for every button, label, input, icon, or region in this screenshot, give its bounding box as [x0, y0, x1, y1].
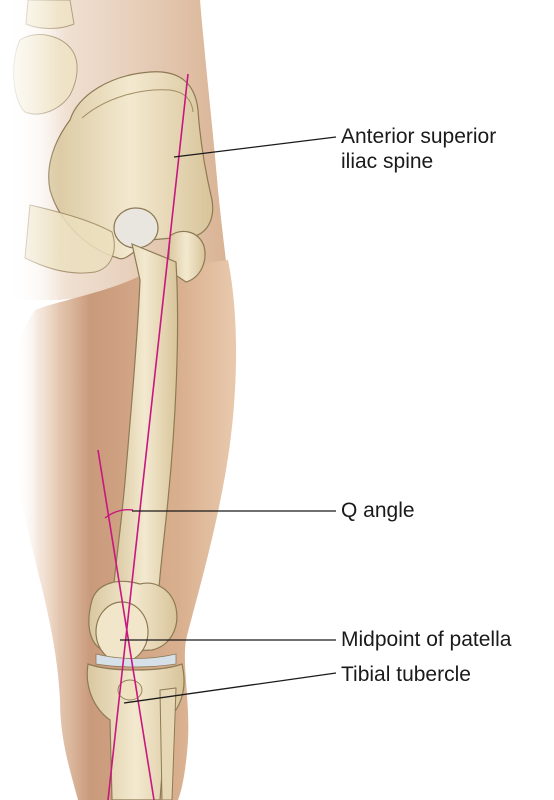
left-fade	[0, 0, 60, 800]
tibial-tubercle-label: Tibial tubercle	[341, 662, 471, 687]
midpoint-of-patella-label: Midpoint of patella	[341, 627, 511, 652]
asis-label-line1: Anterior superior	[341, 124, 496, 149]
q-angle-label: Q angle	[341, 498, 415, 523]
femoral-head	[114, 208, 158, 248]
patella-bone	[96, 602, 148, 662]
asis-label: Anterior superior iliac spine	[341, 124, 496, 174]
asis-label-line2: iliac spine	[341, 149, 496, 174]
